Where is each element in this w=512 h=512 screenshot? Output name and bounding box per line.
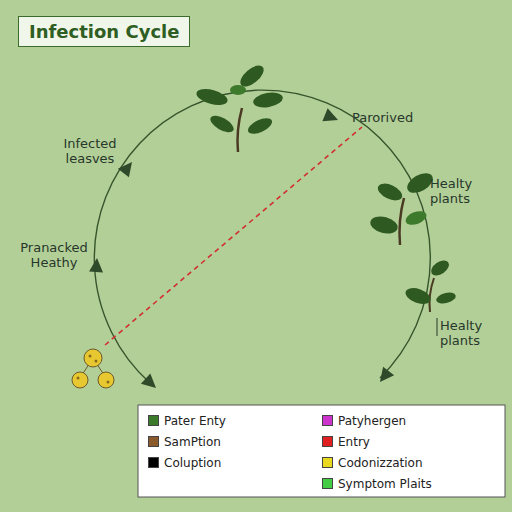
plant-right bbox=[368, 169, 436, 245]
free-label: Pranacked Heathy bbox=[6, 240, 102, 270]
plant-lower-right bbox=[403, 257, 457, 312]
legend-text: Coluption bbox=[164, 456, 221, 470]
legend-text: SamPtion bbox=[164, 435, 221, 449]
legend-entry: Patyhergen bbox=[322, 414, 406, 428]
legend-swatch bbox=[322, 415, 333, 426]
legend-box bbox=[138, 405, 505, 497]
legend-entry: Symptom Plaits bbox=[322, 477, 432, 491]
arrowhead bbox=[118, 158, 138, 178]
legend-text: Entry bbox=[338, 435, 370, 449]
legend-swatch bbox=[148, 436, 159, 447]
free-label: Parorived bbox=[352, 110, 442, 125]
diagram-title: Infection Cycle bbox=[18, 16, 190, 47]
spore-cluster bbox=[72, 349, 114, 388]
free-label: Healty plants bbox=[430, 176, 492, 206]
legend-text: Pater Enty bbox=[164, 414, 226, 428]
legend-swatch bbox=[148, 457, 159, 468]
legend-text: Patyhergen bbox=[338, 414, 406, 428]
arrowhead bbox=[322, 108, 340, 126]
legend-text: Symptom Plaits bbox=[338, 477, 432, 491]
cycle-arc bbox=[94, 90, 430, 383]
legend-text: Codonizzation bbox=[338, 456, 423, 470]
cycle-arrowheads bbox=[89, 108, 394, 393]
legend-swatch bbox=[322, 436, 333, 447]
plant-top bbox=[195, 62, 284, 152]
legend-swatch bbox=[322, 457, 333, 468]
legend-swatch bbox=[322, 478, 333, 489]
legend-entry: Entry bbox=[322, 435, 370, 449]
arrowhead bbox=[89, 258, 104, 273]
legend-entry: Coluption bbox=[148, 456, 221, 470]
leader-line bbox=[437, 318, 438, 336]
dashed-path bbox=[105, 127, 362, 345]
legend-entry: Codonizzation bbox=[322, 456, 423, 470]
free-label: Infected leasves bbox=[48, 136, 132, 166]
free-label: Healty plants bbox=[440, 318, 502, 348]
arrowhead bbox=[141, 373, 161, 393]
legend-entry: Pater Enty bbox=[148, 414, 226, 428]
legend-entry: SamPtion bbox=[148, 435, 221, 449]
arrowhead bbox=[374, 367, 394, 387]
legend-swatch bbox=[148, 415, 159, 426]
